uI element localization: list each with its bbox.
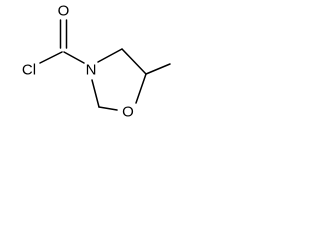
bond-c5-ring-oxygen bbox=[135, 73, 147, 104]
bond-c5-methyl bbox=[145, 63, 171, 75]
atom-carbonyl-oxygen: O bbox=[58, 3, 70, 20]
atom-ring-nitrogen: N bbox=[86, 62, 97, 79]
atom-chlorine: Cl bbox=[22, 62, 36, 79]
bond-ring-oxygen-c2 bbox=[98, 106, 118, 111]
chemical-structure: O Cl N O bbox=[22, 3, 171, 121]
bond-nitrogen-c4 bbox=[97, 48, 123, 63]
bond-carbonyl-nitrogen bbox=[63, 51, 85, 64]
atom-ring-oxygen: O bbox=[122, 104, 134, 121]
bond-c2-nitrogen bbox=[91, 79, 100, 108]
bond-c4-c5 bbox=[121, 48, 147, 75]
bonds bbox=[39, 19, 171, 111]
bond-carbonyl-chlorine bbox=[39, 51, 63, 64]
atom-labels: O Cl N O bbox=[22, 3, 134, 121]
